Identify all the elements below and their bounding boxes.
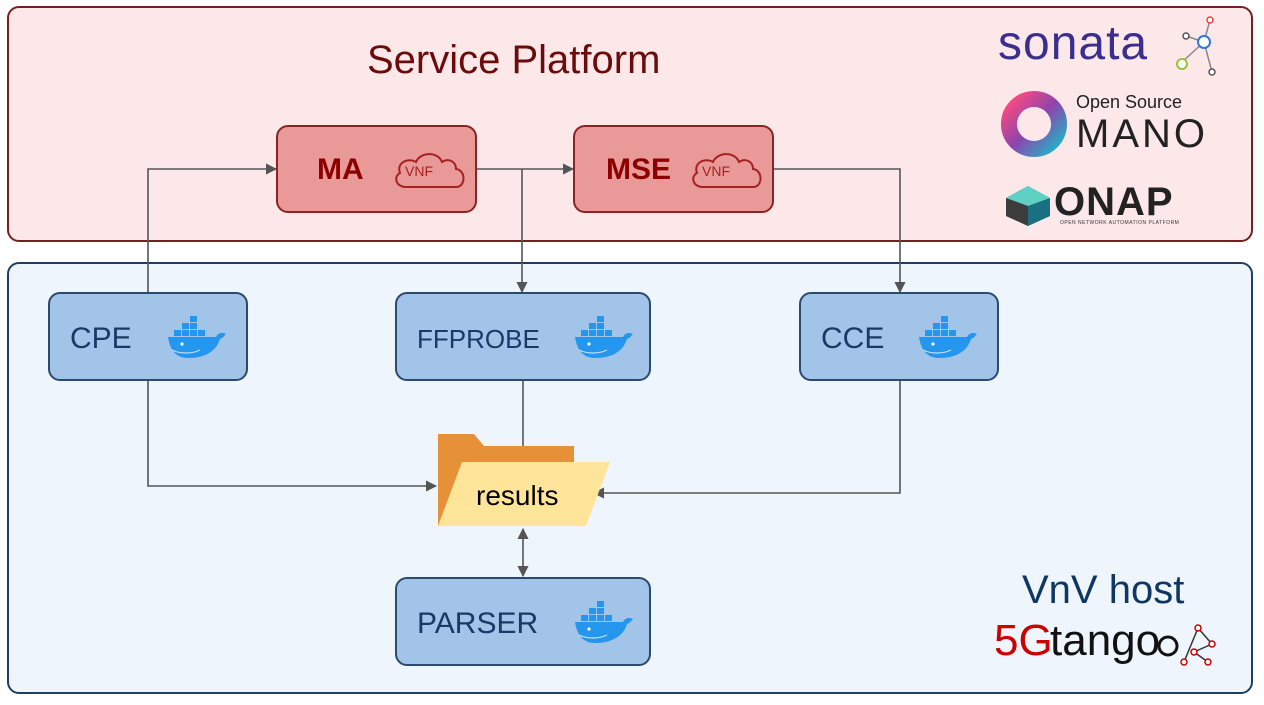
onap-cube-icon [1006, 186, 1050, 226]
vnf-cloud-icon: VNF [687, 147, 767, 193]
cpe-label: CPE [70, 322, 132, 355]
folder-icon [438, 434, 610, 526]
results-folder: results [436, 432, 612, 528]
arrow-cce-to-results [592, 381, 901, 499]
docker-whale-icon [573, 601, 637, 653]
ma-vnf-node: MA VNF [276, 125, 477, 213]
mse-vnf-tag: VNF [702, 163, 730, 179]
ma-label: MA [317, 153, 364, 186]
docker-whale-icon [917, 316, 981, 368]
arrow-cpe-to-ma [147, 163, 278, 292]
5gtango-tango: tango [1050, 616, 1161, 665]
vnv-host-title: VnV host [1022, 568, 1185, 612]
service-platform-title: Service Platform [367, 38, 661, 82]
results-label: results [476, 480, 559, 511]
cce-label: CCE [821, 322, 885, 355]
parser-label: PARSER [417, 607, 539, 640]
ma-vnf-tag: VNF [405, 163, 433, 179]
arrow-cpe-to-results [147, 381, 438, 492]
ffprobe-container-node: FFPROBE [395, 292, 651, 381]
sonata-network-icon [1176, 16, 1216, 76]
arrow-mse-to-cce [774, 168, 906, 294]
5gtango-logo: 5G tango [994, 616, 1224, 672]
cce-container-node: CCE [799, 292, 999, 381]
osm-wordmark-top: Open Source [1076, 92, 1183, 112]
tango-network-icon [1158, 624, 1216, 666]
onap-subtitle: OPEN NETWORK AUTOMATION PLATFORM [1060, 220, 1180, 226]
osm-wordmark-bottom: MANO [1076, 112, 1208, 156]
parser-container-node: PARSER [395, 577, 651, 666]
docker-whale-icon [573, 316, 637, 367]
ffprobe-label: FFPROBE [417, 324, 540, 354]
sonata-wordmark: sonata [998, 17, 1149, 70]
mse-label: MSE [606, 153, 672, 186]
cpe-container-node: CPE [48, 292, 248, 381]
vnf-cloud-icon: VNF [390, 147, 470, 193]
mse-vnf-node: MSE VNF [573, 125, 774, 213]
onap-logo: ONAP OPEN NETWORK AUTOMATION PLATFORM [1004, 180, 1204, 232]
sonata-logo: sonata [998, 16, 1228, 78]
docker-whale-icon [166, 316, 230, 368]
osm-ring-icon [1001, 91, 1067, 157]
5gtango-5g: 5G [994, 616, 1053, 665]
onap-wordmark: ONAP [1054, 180, 1174, 224]
osm-logo: Open Source MANO [1000, 88, 1205, 160]
